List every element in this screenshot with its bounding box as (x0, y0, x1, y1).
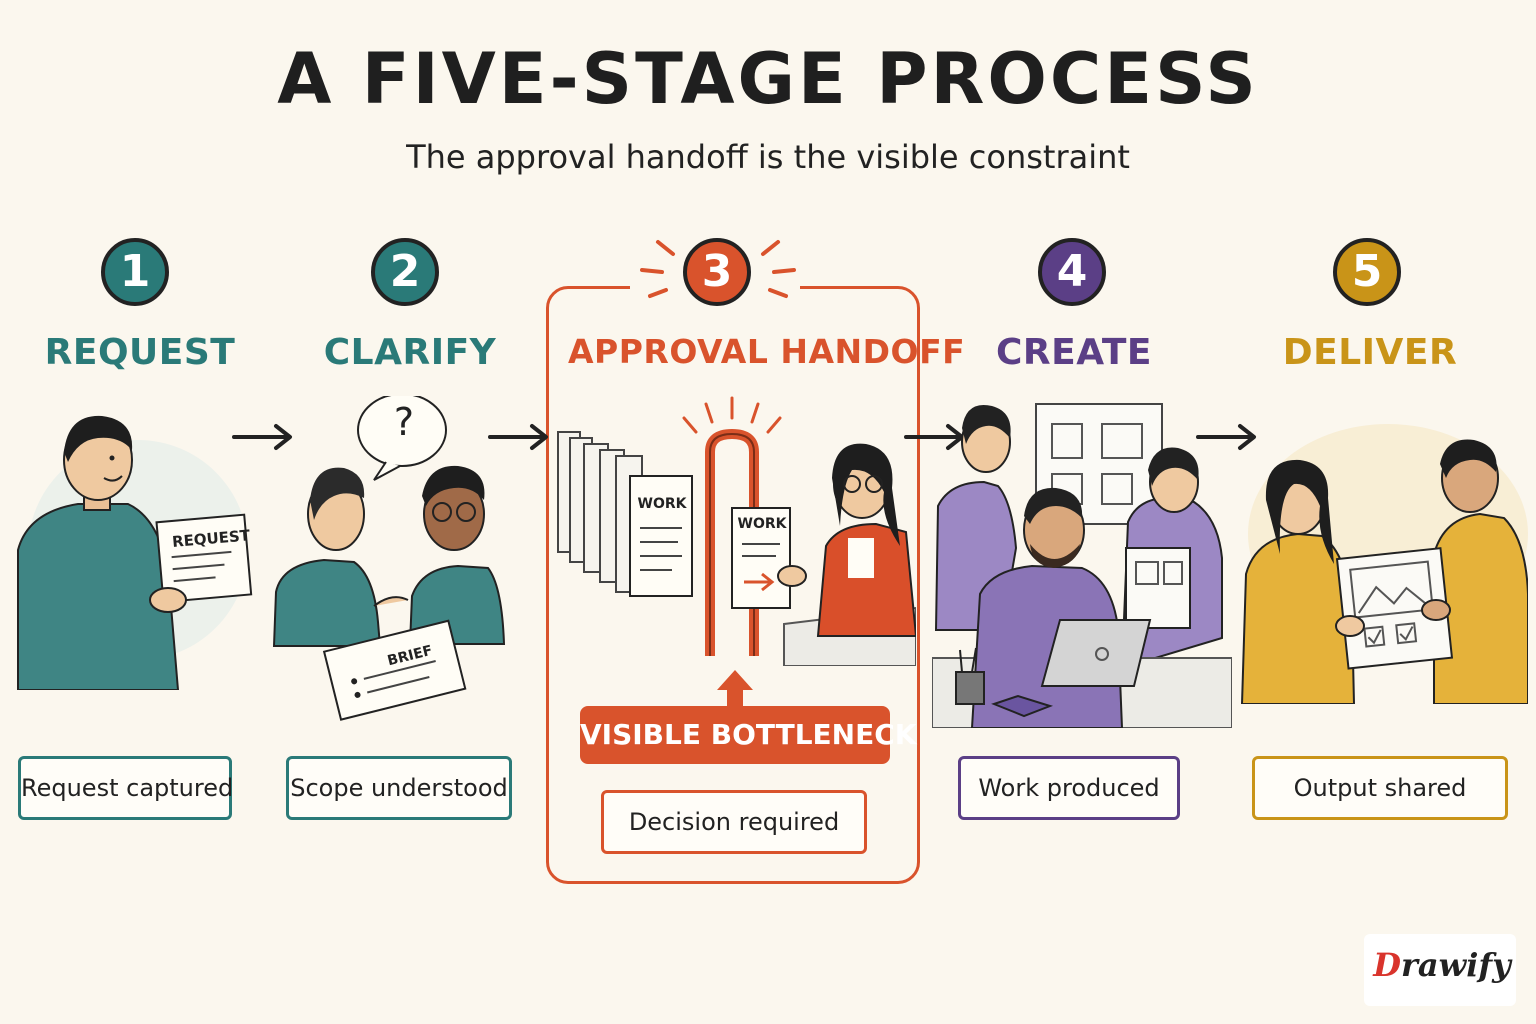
stage-1-outcome: Request captured (18, 756, 233, 820)
stage-3-outcome: Decision required (601, 790, 867, 854)
arrow-up-icon (717, 670, 753, 708)
person-holding-request-icon (17, 415, 253, 690)
arrow-right-icon (1196, 424, 1256, 450)
stage-5-outcome: Output shared (1252, 756, 1508, 820)
visible-bottleneck-tag: VISIBLE BOTTLENECK (580, 706, 917, 764)
stage-5-number: 5 (1351, 246, 1383, 297)
stage-4-badge: 4 (1038, 238, 1106, 306)
stage-2-outcome: Scope understood (286, 756, 512, 820)
logo-rest: rawify (1401, 946, 1511, 984)
team-working-laptop-icon (932, 403, 1232, 728)
stage-4-label: CREATE (996, 332, 1152, 373)
burst-lines-icon (640, 240, 796, 298)
stage-2-label: CLARIFY (323, 332, 497, 373)
work-queue-gate-icon (557, 396, 916, 666)
stage-3-number: 3 (701, 246, 733, 297)
logo-first-letter: D (1373, 946, 1402, 984)
page-subtitle: The approval handoff is the visible cons… (406, 138, 1130, 176)
stage-1-badge: 1 (101, 238, 169, 306)
logo-box (1364, 934, 1516, 1006)
question-mark-icon: ? (393, 400, 415, 444)
work-document-queue-label: WORK (637, 496, 687, 512)
work-document-hand-label: WORK (737, 516, 787, 532)
stage-4-number: 4 (1056, 246, 1088, 297)
stage-1-label: REQUEST (44, 332, 236, 373)
arrow-right-icon (488, 424, 548, 450)
stage-4-outcome: Work produced (958, 756, 1180, 820)
stage-3-label: APPROVAL HANDOFF (568, 332, 966, 371)
stage-1-number: 1 (119, 246, 151, 297)
stage-3-badge: 3 (683, 238, 751, 306)
drawify-logo: Drawify (1372, 946, 1512, 984)
handing-over-document-icon (1240, 424, 1528, 704)
stage-2-badge: 2 (371, 238, 439, 306)
stage-5-label: DELIVER (1282, 332, 1458, 373)
stage-5-badge: 5 (1333, 238, 1401, 306)
arrow-right-icon (232, 424, 292, 450)
page-title: A FIVE-STAGE PROCESS (277, 38, 1259, 120)
stage-2-number: 2 (389, 246, 421, 297)
two-people-discussing-icon (272, 396, 506, 721)
